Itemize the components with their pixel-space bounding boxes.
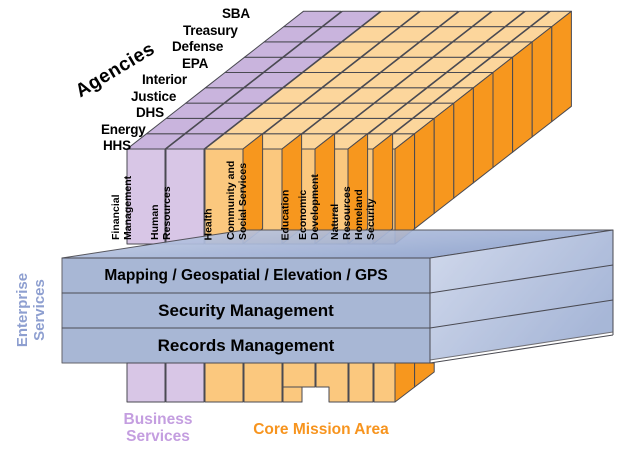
column-label-homeland-security: Homeland Security [353,189,377,240]
enterprise-slab [61,229,614,364]
column-label-education: Education [279,189,292,240]
enterprise-services-caption: Enterprise Services [14,272,48,348]
top-face-business [126,10,381,150]
business-services-caption: Business Services [123,411,193,445]
column-label-natural-resources: Natural Resources [329,186,353,240]
column-bottoms [126,362,435,403]
agency-label-treasury: Treasury [183,23,238,38]
column-label-community-social-services: Community and Social Services [225,160,249,240]
enterprise-bar-records-management: Records Management [157,335,335,355]
agency-label-justice: Justice [131,89,177,104]
agency-label-epa: EPA [182,56,209,71]
agency-label-hhs: HHS [103,138,131,153]
column-label-economic-development: Economic Development [297,174,321,240]
cube-right-end [394,10,572,245]
agency-label-sba: SBA [222,6,250,21]
core-mission-area-caption: Core Mission Area [253,421,389,438]
column-label-financial-management: Financial Management [110,175,134,240]
column-side-faces [242,133,394,245]
column-label-human-resources: Human Resources [149,186,173,240]
column-label-health: Health [202,207,215,240]
enterprise-bar-mapping: Mapping / Geospatial / Elevation / GPS [104,266,388,284]
enterprise-bar-security-management: Security Management [158,300,334,320]
agency-label-interior: Interior [142,72,187,87]
agency-label-dhs: DHS [136,105,164,120]
cube-body [61,10,614,403]
agency-label-defense: Defense [172,39,224,54]
agency-label-energy: Energy [101,122,146,137]
